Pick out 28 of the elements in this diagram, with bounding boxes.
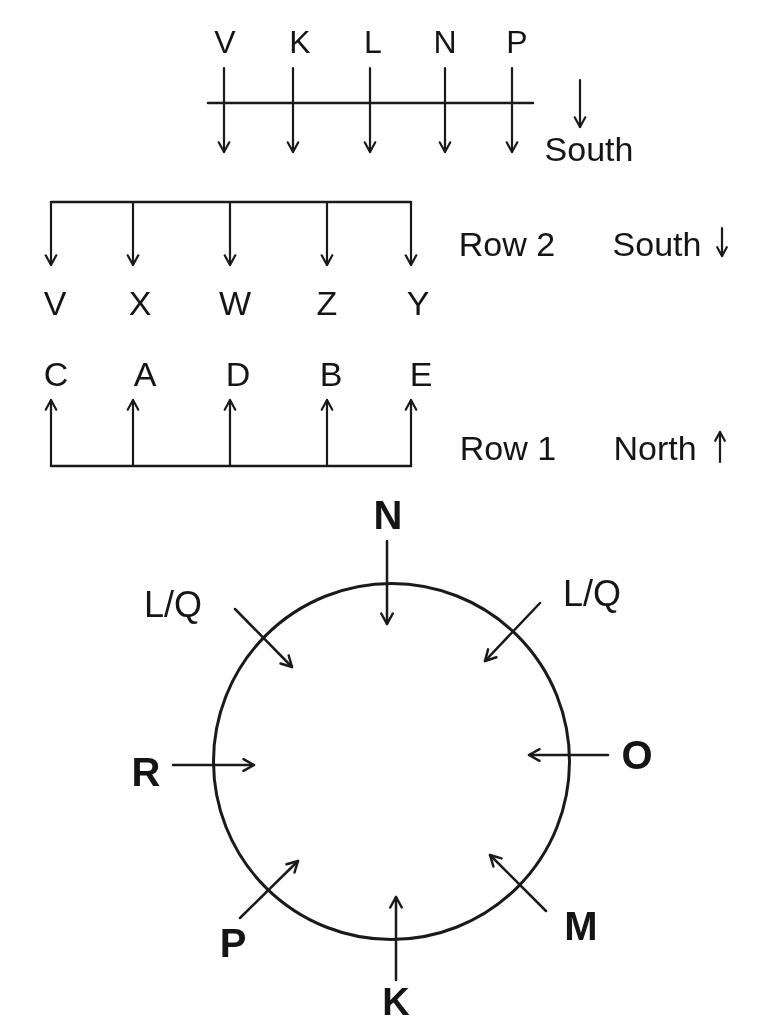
person-letter: C [43,357,69,391]
person-letter: O [621,735,653,775]
person-letter: N [373,495,403,535]
person-letter: L [364,26,382,58]
row-label: Row 1 [459,431,557,465]
person-letter: L/Q [563,576,621,612]
direction-label: South [612,227,702,261]
person-letter: V [214,26,236,58]
person-letter: M [564,906,598,946]
person-letter: N [433,26,457,58]
person-letter: P [219,923,247,963]
direction-label: South [544,132,634,166]
person-letter: V [43,286,67,320]
person-letter: K [382,983,410,1021]
person-letter: E [409,357,433,391]
person-letter: X [128,286,152,320]
person-letter: Z [316,286,338,320]
person-letter: Y [406,286,430,320]
row-label: Row 2 [458,227,556,261]
person-letter: K [289,26,311,58]
person-letter: P [506,26,528,58]
person-letter: A [133,357,157,391]
person-letter: W [218,286,252,320]
direction-label: North [613,431,697,465]
person-letter: R [131,752,161,792]
person-letter: B [319,357,343,391]
person-letter: D [225,357,251,391]
person-letter: L/Q [144,587,202,623]
